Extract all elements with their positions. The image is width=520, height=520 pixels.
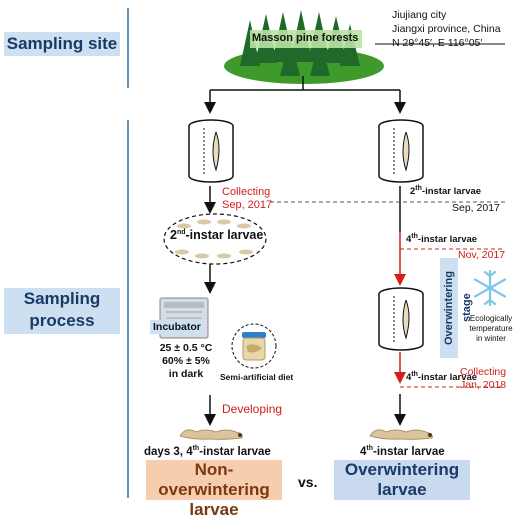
right-collect-stage: 4th-instar larvae bbox=[406, 370, 478, 383]
sampling-process-line1: Sampling bbox=[23, 289, 101, 308]
developing-label: Developing bbox=[222, 402, 283, 416]
eco-line3: in winter bbox=[476, 334, 506, 343]
larva-image-right bbox=[369, 429, 433, 440]
left-result-label: days 3, 4th-instar larvae bbox=[144, 445, 271, 458]
flow-arrows bbox=[204, 76, 505, 426]
eco-line1: Ecologically bbox=[469, 314, 513, 323]
left-collecting-line1: Collecting bbox=[222, 186, 271, 198]
sampling-process-label: Sampling process bbox=[4, 288, 120, 334]
sampling-process-line2: process bbox=[29, 311, 95, 330]
site-province: Jiangxi province, China bbox=[392, 23, 501, 35]
left-collecting: Collecting Sep, 2017 bbox=[222, 186, 272, 212]
larva-image-left bbox=[179, 429, 243, 440]
tree-trunk-icon-left bbox=[188, 119, 234, 183]
overwintering-line2: larvae bbox=[377, 480, 427, 499]
non-overwintering-line2: larvae bbox=[189, 500, 239, 519]
right-stage4-date: Nov, 2017 bbox=[458, 249, 506, 261]
tree-trunk-icon-right bbox=[378, 119, 424, 183]
diet-jar-icon bbox=[231, 323, 277, 369]
eco-line2: temperature bbox=[469, 324, 513, 333]
site-info: Jiujiang city Jiangxi province, China N … bbox=[392, 8, 501, 50]
right-stage2: 2th-instar larvae bbox=[410, 184, 482, 197]
right-result-label: 4th-instar larvae bbox=[360, 445, 445, 458]
left-larvae-stage: 2nd-instar larvae bbox=[170, 228, 264, 242]
snowflake-icon bbox=[473, 269, 507, 307]
overwintering-group: Overwintering larvae bbox=[334, 460, 470, 500]
site-coords: N 29°45′, E 116°05′ bbox=[392, 37, 483, 49]
forest-label: Masson pine forests bbox=[252, 32, 359, 44]
diet-label: Semi-artificial diet bbox=[220, 372, 294, 382]
incubator-label: Incubator bbox=[150, 320, 204, 334]
ecological-temperature: Ecologically temperature in winter bbox=[468, 314, 514, 344]
right-collecting-line2: Jan, 2018 bbox=[460, 379, 507, 391]
right-stage4: 4th-instar larvae bbox=[406, 232, 478, 245]
non-overwintering-group: Non-overwintering larvae bbox=[146, 460, 282, 519]
left-collecting-line2: Sep, 2017 bbox=[222, 199, 273, 211]
overwintering-stage-label: Overwintering stage bbox=[440, 258, 473, 358]
divider-lines bbox=[127, 8, 505, 498]
non-overwintering-line1: Non-overwintering bbox=[158, 460, 270, 499]
tree-trunk-icon-overwinter bbox=[378, 287, 424, 351]
incubator-dark: in dark bbox=[168, 368, 204, 380]
incubator-conditions: 25 ± 0.5 °C 60% ± 5% in dark bbox=[156, 342, 216, 381]
larvae-group-ellipse bbox=[163, 213, 267, 265]
overwintering-line1: Overwintering bbox=[344, 460, 460, 479]
incubator-temp: 25 ± 0.5 °C bbox=[159, 342, 213, 354]
vs-label: vs. bbox=[298, 474, 318, 490]
incubator-humidity: 60% ± 5% bbox=[162, 355, 210, 367]
site-city: Jiujiang city bbox=[392, 9, 447, 21]
pine-forest-illustration bbox=[224, 10, 384, 84]
right-collecting: Collecting Jan, 2018 bbox=[460, 366, 506, 392]
sampling-site-label: Sampling site bbox=[4, 32, 120, 56]
right-stage2-date: Sep, 2017 bbox=[452, 202, 500, 214]
right-collecting-line1: Collecting bbox=[460, 366, 507, 378]
